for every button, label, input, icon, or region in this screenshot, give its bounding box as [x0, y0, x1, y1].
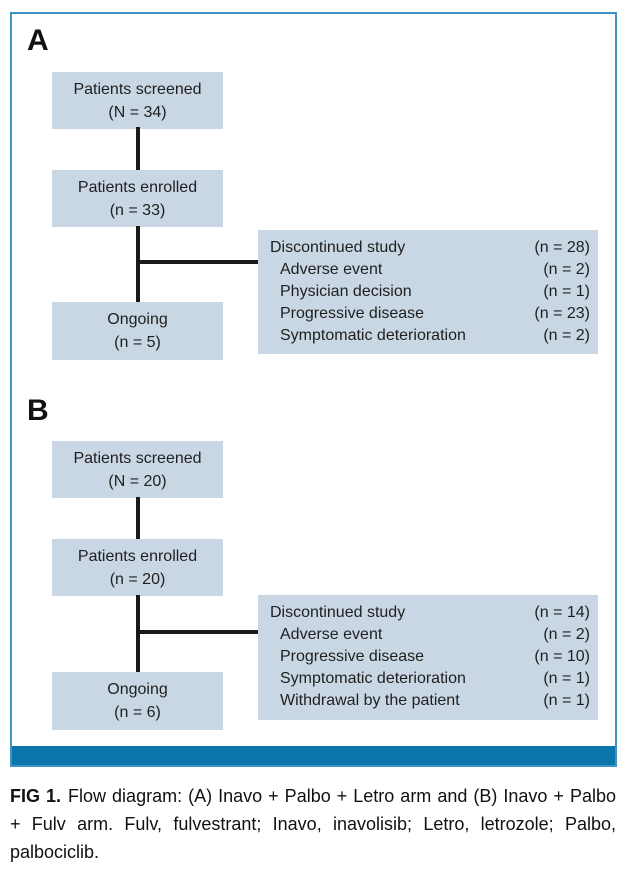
ongoing-box-b: Ongoing (n = 6) [52, 672, 223, 730]
reason-count: (n = 1) [543, 283, 590, 300]
panel-b-label: B [27, 394, 49, 427]
connector-branch-discontinued-a [136, 260, 258, 264]
discontinued-row: Symptomatic deterioration (n = 1) [270, 668, 590, 690]
reason-label: Symptomatic deterioration [280, 327, 466, 344]
box-count-line: (n = 20) [109, 570, 166, 588]
box-count-line: (N = 34) [108, 103, 167, 121]
reason-count: (n = 28) [534, 239, 590, 256]
box-title-line: Patients screened [73, 80, 202, 98]
discontinued-row: Adverse event (n = 2) [270, 624, 590, 646]
reason-label: Discontinued study [270, 239, 406, 256]
reason-count: (n = 2) [543, 261, 590, 278]
connector-enrolled-ongoing-b [136, 595, 140, 673]
connector-screened-enrolled-b [136, 497, 140, 541]
patients-screened-box-b: Patients screened (N = 20) [52, 441, 223, 498]
box-title-line: Ongoing [107, 311, 168, 328]
connector-branch-discontinued-b [136, 630, 258, 634]
reason-count: (n = 23) [534, 305, 590, 322]
reason-label: Discontinued study [270, 604, 406, 621]
ongoing-box-a: Ongoing (n = 5) [52, 302, 223, 360]
reason-count: (n = 2) [543, 327, 590, 344]
patients-enrolled-box-a: Patients enrolled (n = 33) [52, 170, 223, 227]
box-title-line: Patients screened [73, 449, 202, 467]
reason-count: (n = 1) [543, 670, 590, 687]
figure-caption: FIG 1.Flow diagram: (A) Inavo + Palbo + … [10, 782, 616, 866]
reason-count: (n = 14) [534, 604, 590, 621]
discontinued-box-a: Discontinued study (n = 28) Adverse even… [258, 230, 598, 354]
patients-enrolled-box-b: Patients enrolled (n = 20) [52, 539, 223, 596]
reason-count: (n = 1) [543, 692, 590, 709]
discontinued-row: Symptomatic deterioration (n = 2) [270, 325, 590, 347]
panel-a-label: A [27, 24, 49, 57]
reason-label: Physician decision [280, 283, 412, 300]
reason-label: Adverse event [280, 626, 383, 643]
box-count-line: (N = 20) [108, 472, 167, 490]
reason-label: Adverse event [280, 261, 383, 278]
figure-footer-bar [12, 746, 615, 765]
discontinued-row: Discontinued study (n = 28) [270, 237, 590, 259]
figure-number: FIG 1. [10, 786, 62, 806]
discontinued-row: Progressive disease (n = 10) [270, 646, 590, 668]
box-title-line: Patients enrolled [77, 178, 198, 196]
connector-screened-enrolled-a [136, 127, 140, 172]
discontinued-row: Progressive disease (n = 23) [270, 303, 590, 325]
reason-label: Withdrawal by the patient [280, 692, 460, 709]
discontinued-box-b: Discontinued study (n = 14) Adverse even… [258, 595, 598, 720]
reason-count: (n = 10) [534, 648, 590, 665]
discontinued-row: Discontinued study (n = 14) [270, 602, 590, 624]
reason-label: Progressive disease [280, 648, 425, 665]
reason-label: Progressive disease [280, 305, 425, 322]
connector-enrolled-ongoing-a [136, 226, 140, 303]
box-count-line: (n = 33) [109, 201, 166, 219]
box-title-line: Patients enrolled [77, 547, 198, 565]
reason-label: Symptomatic deterioration [280, 670, 466, 687]
figure-caption-text: Flow diagram: (A) Inavo + Palbo + Letro … [10, 786, 616, 862]
discontinued-row: Adverse event (n = 2) [270, 259, 590, 281]
box-title-line: Ongoing [107, 681, 168, 698]
discontinued-row: Physician decision (n = 1) [270, 281, 590, 303]
reason-count: (n = 2) [543, 626, 590, 643]
box-count-line: (n = 6) [114, 704, 161, 721]
box-count-line: (n = 5) [114, 334, 161, 351]
discontinued-row: Withdrawal by the patient (n = 1) [270, 690, 590, 712]
patients-screened-box-a: Patients screened (N = 34) [52, 72, 223, 129]
